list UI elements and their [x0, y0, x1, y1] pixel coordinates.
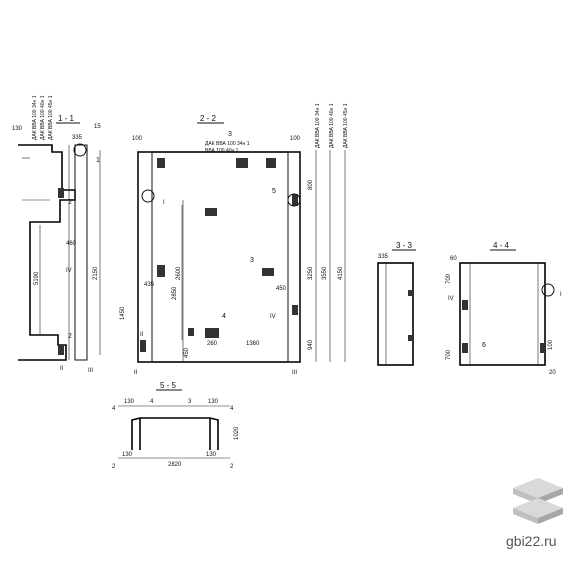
dim-335-b: 335 — [378, 254, 389, 260]
dim-120-b: 130 — [206, 452, 217, 458]
mark-II-b: II — [140, 332, 144, 338]
dim-1450: 1450 — [120, 306, 126, 320]
mark-3-b: 3 — [188, 399, 192, 405]
dim-130: 130 — [12, 126, 23, 132]
mark-4-d: 4 — [230, 406, 234, 412]
section-1-1-title: 1 - 1 — [58, 114, 75, 123]
note-4: ДАК ВВА 100 34н 1 — [205, 141, 250, 147]
mark-III-b: III — [292, 370, 297, 376]
dim-335-a: 335 — [72, 135, 83, 141]
note-2-b: ДАК ВВА 100 40н 1 — [329, 103, 335, 148]
dim-5190: 5190 — [34, 271, 40, 285]
mark-6: 6 — [482, 342, 486, 349]
dim-940: 940 — [308, 339, 314, 350]
mark-1-a: 1 — [96, 157, 100, 164]
dim-260: 260 — [207, 341, 218, 347]
dim-100-b: 100 — [290, 136, 301, 142]
mark-IV-c: IV — [448, 296, 454, 302]
mark-4-a: 4 — [222, 313, 226, 320]
dim-2600: 2600 — [176, 266, 182, 280]
section-5-5: 5 - 5 130 130 4 3 2820 130 130 1020 4 2 … — [112, 381, 240, 470]
section-4-4: 4 - 4 60 700 700 100 20 I IV 6 — [446, 241, 562, 376]
dim-2850: 2850 — [172, 286, 178, 300]
dim-3250: 3250 — [308, 266, 314, 280]
mark-2-b: 2 — [68, 333, 72, 340]
note-2: ДАК ВВА 100 40н 1 — [40, 95, 46, 140]
mark-4-c: 4 — [112, 406, 116, 412]
section-1-1: 1 - 1 5190 2150 460 335 15 130 1 2 2 IV … — [12, 95, 101, 374]
mark-IV-b: IV — [270, 314, 276, 320]
section-3-3-title: 3 - 3 — [396, 241, 413, 250]
dim-130-c: 130 — [208, 399, 219, 405]
dim-1360: 1360 — [246, 341, 260, 347]
mark-III-a: III — [88, 368, 93, 374]
note-1: ДАК ВВА 100 34н 1 — [32, 95, 38, 140]
mark-2-a: 2 — [68, 199, 72, 206]
section-2-2-title: 2 - 2 — [200, 114, 217, 123]
dim-460: 460 — [66, 241, 77, 247]
note-5: ВВА 100 40н 1 — [205, 148, 239, 154]
dim-1020: 1020 — [234, 426, 240, 440]
dim-450: 450 — [276, 286, 287, 292]
dim-15: 15 — [94, 124, 101, 130]
mark-3-mid: 3 — [250, 257, 254, 264]
note-3: ДАК ВВА 100 45н 1 — [48, 95, 54, 140]
section-5-5-title: 5 - 5 — [160, 381, 177, 390]
mark-II-c: II — [134, 370, 138, 376]
dim-700-b: 700 — [446, 349, 452, 360]
note-1-b: ДАК ВВА 100 34н 1 — [315, 103, 321, 148]
dim-2150: 2150 — [93, 266, 99, 280]
brand-site-text: gbi22.ru — [506, 533, 557, 549]
dim-130-b: 130 — [124, 399, 135, 405]
section-3-3: 3 - 3 335 — [377, 241, 416, 366]
dim-3550: 3550 — [322, 266, 328, 280]
mark-I-b: I — [560, 292, 562, 298]
dim-2820: 2820 — [168, 462, 182, 468]
dim-120-a: 130 — [122, 452, 133, 458]
mark-5: 5 — [272, 188, 276, 195]
gbi22-logo-icon — [513, 478, 563, 524]
dim-435: 435 — [144, 282, 155, 288]
dim-100-c: 100 — [548, 339, 554, 350]
dim-800: 800 — [308, 179, 314, 190]
dim-700-a: 700 — [446, 273, 452, 284]
mark-IV-a: IV — [66, 268, 72, 274]
mark-II-a: II — [60, 366, 64, 372]
dim-100-a: 100 — [132, 136, 143, 142]
mark-2-d: 2 — [230, 464, 234, 470]
mark-3-top: 3 — [228, 131, 232, 138]
mark-4-b: 4 — [150, 399, 154, 405]
mark-I-a: I — [163, 200, 165, 206]
dim-4150: 4150 — [338, 266, 344, 280]
dim-450-b: 450 — [184, 347, 190, 358]
dim-60: 60 — [450, 256, 457, 262]
section-2-2: 2 - 2 3 ДАК ВВА 100 34н 1 ВВА 100 40н 1 … — [120, 103, 349, 376]
section-4-4-title: 4 - 4 — [493, 241, 510, 250]
note-3-b: ДАК ВВА 100 45н 1 — [343, 103, 349, 148]
dim-20: 20 — [549, 370, 556, 376]
mark-2-c: 2 — [112, 464, 116, 470]
